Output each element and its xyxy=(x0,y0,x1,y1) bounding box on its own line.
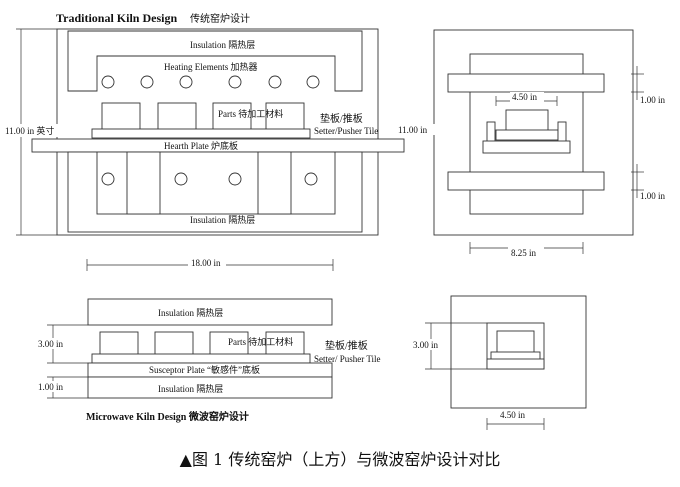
parts-label: Parts 待加工材料 xyxy=(218,108,283,119)
part-block xyxy=(157,102,197,134)
insulation-top-label: Insulation 隔热层 xyxy=(190,39,255,50)
side-hearth xyxy=(482,140,571,154)
mw-height-label: 3.00 in xyxy=(38,339,64,349)
heating-element xyxy=(101,172,115,186)
heating-element xyxy=(101,75,115,89)
dim-label-bg xyxy=(4,124,70,137)
dim-label-bg xyxy=(410,339,446,350)
setter-label-en: Setter/Pusher Tile xyxy=(314,126,378,136)
side-top-bar xyxy=(447,73,605,93)
mw-side-height-label: 3.00 in xyxy=(413,340,439,350)
insulation-bottom-label: Insulation 隔热层 xyxy=(190,214,255,225)
dim-label-bg xyxy=(510,92,544,102)
heating-element xyxy=(306,75,320,89)
heating-element xyxy=(140,75,154,89)
hearth-plate-label: Hearth Plate 炉底板 xyxy=(164,140,238,151)
heating-element xyxy=(174,172,188,186)
mw-side-susceptor xyxy=(486,358,545,370)
mw-insulation-bottom xyxy=(87,376,333,399)
height-dimension-label: 11.00 in 英寸 xyxy=(5,125,54,136)
inner-width-label: 4.50 in xyxy=(512,92,538,102)
dim-label-bg xyxy=(508,247,544,258)
mw-setter-label-cn: 垫板/推板 xyxy=(325,339,368,352)
setter-label-cn: 垫板/推板 xyxy=(320,112,363,125)
mw-setter-label-en: Setter/ Pusher Tile xyxy=(314,354,381,364)
dim-label-bg xyxy=(396,124,436,135)
heating-element xyxy=(228,75,242,89)
microwave-title: Microwave Kiln Design 微波窑炉设计 xyxy=(86,410,249,423)
microwave-kiln-side: 3.00 in 4.50 in xyxy=(410,295,587,430)
part-block xyxy=(265,102,305,134)
mw-parts-label: Parts 待加工材料 xyxy=(228,336,293,347)
support-pillar xyxy=(257,151,292,215)
side-height-label: 11.00 in xyxy=(398,125,428,135)
support-pillar xyxy=(126,151,161,215)
heating-elements-label: Heating Elements 加热器 xyxy=(164,61,257,72)
insulation-top-block xyxy=(67,30,363,92)
mw-insulation-bottom-label: Insulation 隔热层 xyxy=(158,383,223,394)
width-dimension-label: 18.00 in xyxy=(191,258,221,268)
dim-label-bg xyxy=(188,257,226,268)
heating-element xyxy=(268,75,282,89)
setter-tile xyxy=(91,128,311,139)
dim-label-bg xyxy=(498,409,534,420)
bottom-gap-label: 1.00 in xyxy=(640,191,666,201)
mw-insulation-top xyxy=(87,298,333,326)
mw-side-width-label: 4.50 in xyxy=(500,410,526,420)
top-gap-label: 1.00 in xyxy=(640,95,666,105)
microwave-kiln-front: Insulation 隔热层 Parts 待加工材料 垫板/推板 Setter/… xyxy=(36,298,381,423)
heating-element xyxy=(179,75,193,89)
traditional-kiln-front: Traditional Kiln Design 传统窑炉设计 Insulatio… xyxy=(4,11,405,271)
traditional-kiln-side: 4.50 in 11.00 in 1.00 in 1.00 in 8.25 in xyxy=(396,29,666,258)
heating-element xyxy=(228,172,242,186)
dim-label-bg xyxy=(36,381,70,392)
side-width-label: 8.25 in xyxy=(511,248,537,258)
mw-insulation-top-label: Insulation 隔热层 xyxy=(158,307,223,318)
traditional-title-cn: 传统窑炉设计 xyxy=(190,12,250,25)
traditional-title-en: Traditional Kiln Design xyxy=(56,11,177,25)
susceptor-label: Susceptor Plate “敏感件”底板 xyxy=(149,364,260,375)
part-block xyxy=(101,102,141,134)
mw-base-label: 1.00 in xyxy=(38,382,64,392)
figure-caption: ▲图 1 传统窑炉（上方）与微波窑炉设计对比 xyxy=(179,450,501,469)
side-setter xyxy=(495,129,559,141)
mw-setter-tile xyxy=(91,353,311,364)
dim-label-bg xyxy=(36,338,70,349)
side-bottom-bar xyxy=(447,171,605,191)
heating-element xyxy=(304,172,318,186)
